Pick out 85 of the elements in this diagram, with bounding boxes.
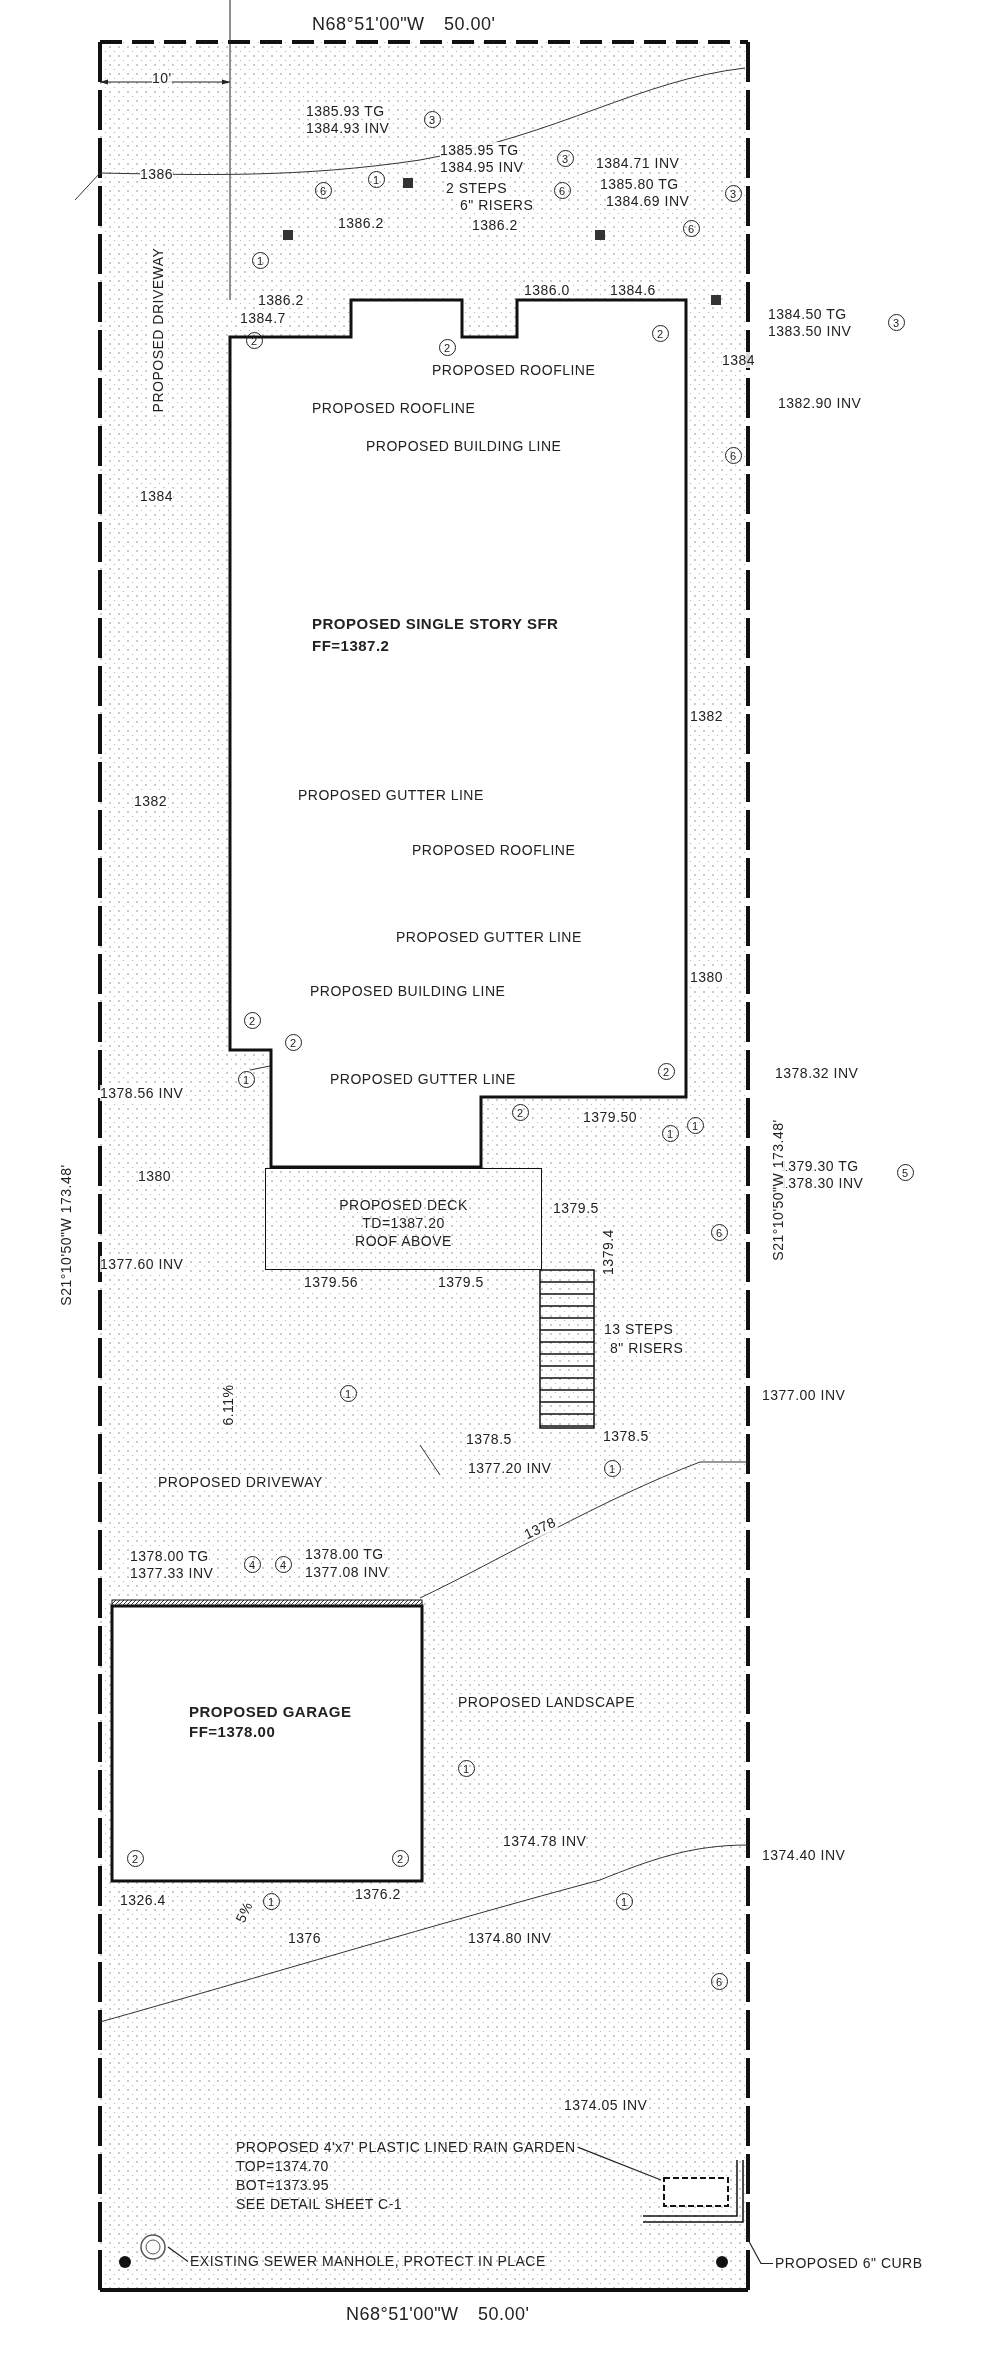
plan-label: 1382.90 INV [778, 395, 862, 411]
plan-label: 13 STEPS [604, 1321, 674, 1337]
plan-label: 1386.2 [472, 217, 518, 233]
plan-label: N68°51'00"W 50.00' [346, 2306, 530, 2322]
plan-label: 1384.7 [240, 310, 286, 326]
plan-label: 1378.5 [603, 1428, 649, 1444]
plan-label: N68°51'00"W 50.00' [312, 16, 496, 32]
plan-label: 1380 [690, 969, 724, 985]
note-text: BOT=1373.95 [236, 2176, 331, 2195]
plan-label: 1380 [138, 1168, 172, 1184]
note-text: TOP=1374.70 [236, 2157, 330, 2176]
plan-label: 1326.4 [120, 1892, 166, 1908]
plan-label: 1374.80 INV [468, 1930, 552, 1946]
plan-label: PROPOSED ROOFLINE [412, 842, 576, 858]
plan-label: 1374.05 INV [564, 2097, 648, 2113]
plan-label: 1386.2 [258, 292, 304, 308]
plan-label: S21°10'50"W 173.48' [58, 1164, 74, 1306]
area-title: PROPOSED SINGLE STORY SFR [312, 615, 559, 632]
plan-label: PROPOSED ROOFLINE [312, 400, 476, 416]
plan-label: PROPOSED GUTTER LINE [396, 929, 582, 945]
manhole-symbol [140, 2234, 166, 2260]
garage-footprint [112, 1600, 422, 1881]
plan-label: 1386.2 [338, 215, 384, 231]
plan-label: 1377.00 INV [762, 1387, 846, 1403]
plan-label: PROPOSED BUILDING LINE [310, 983, 506, 999]
plan-label: 1385.93 TG [306, 103, 385, 119]
plan-label: PROPOSED BUILDING LINE [366, 438, 562, 454]
plan-label: 1384 [140, 488, 174, 504]
plan-label: 1378.56 INV [100, 1085, 184, 1101]
plan-label: 1374.78 INV [503, 1833, 587, 1849]
plan-label: 1377.08 INV [305, 1564, 389, 1580]
plan-label: 1385.80 TG [600, 176, 679, 192]
plan-label: 1379.4 [600, 1229, 616, 1275]
plan-label: 1376 [288, 1930, 322, 1946]
plan-label: 8" RISERS [610, 1340, 684, 1356]
plan-label: PROPOSED GUTTER LINE [330, 1071, 516, 1087]
plan-label: 1384.95 INV [440, 159, 524, 175]
plan-label: 10' [152, 70, 172, 86]
plan-label: PROPOSED LANDSCAPE [458, 1694, 636, 1710]
plan-label: PROPOSED DRIVEWAY [158, 1474, 323, 1490]
plan-label: 1385.95 TG [440, 142, 519, 158]
note-text: PROPOSED 4'x7' PLASTIC LINED RAIN GARDEN [236, 2138, 576, 2157]
plan-label: 1379.50 [583, 1109, 638, 1125]
deck-outline [265, 1168, 542, 1270]
plan-label: 1379.5 [438, 1274, 484, 1290]
plan-label: 1384 [722, 352, 756, 368]
leader-line [745, 2235, 774, 2265]
note-text: PROPOSED 6" CURB [775, 2254, 923, 2273]
plan-label: 1384.6 [610, 282, 656, 298]
area-note: TD=1387.20 [362, 1215, 445, 1232]
plan-label: 1386.0 [524, 282, 570, 298]
area-note: FF=1387.2 [312, 637, 390, 654]
note-text: EXISTING SEWER MANHOLE, PROTECT IN PLACE [190, 2252, 546, 2271]
plan-label: 1384.50 TG [768, 306, 847, 322]
plan-label: 1379.56 [304, 1274, 359, 1290]
plan-label: PROPOSED ROOFLINE [432, 362, 596, 378]
plan-label: 1378.5 [466, 1431, 512, 1447]
plan-label: 1376.2 [355, 1886, 401, 1902]
plan-label: 1384.69 INV [606, 193, 690, 209]
plan-label: 1382 [690, 708, 724, 724]
plan-label: 2 STEPS [446, 180, 508, 196]
area-note: ROOF ABOVE [355, 1233, 452, 1250]
plan-label: 6" RISERS [460, 197, 534, 213]
plan-label: PROPOSED DRIVEWAY [150, 247, 166, 413]
leader-line [167, 2246, 189, 2263]
plan-label: 1378.32 INV [775, 1065, 859, 1081]
area-title: PROPOSED DECK [339, 1197, 468, 1214]
plan-label: 1384.93 INV [306, 120, 390, 136]
plan-label: 1378.00 TG [130, 1548, 209, 1564]
plan-label: 1377.60 INV [100, 1256, 184, 1272]
area-note: FF=1378.00 [189, 1723, 276, 1740]
plan-label: 6.11% [220, 1384, 236, 1426]
plan-label: PROPOSED GUTTER LINE [298, 787, 484, 803]
note-text: SEE DETAIL SHEET C-1 [236, 2195, 404, 2214]
plan-label: 1377.33 INV [130, 1565, 214, 1581]
plan-label: 1379.5 [553, 1200, 599, 1216]
plan-label: 1377.20 INV [468, 1460, 552, 1476]
area-title: PROPOSED GARAGE [189, 1703, 352, 1720]
plan-label: 1386 [140, 166, 174, 182]
plan-label: 1382 [134, 793, 168, 809]
plan-label: 1374.40 INV [762, 1847, 846, 1863]
rain-garden-outline [663, 2177, 729, 2207]
plan-label: 1378.00 TG [305, 1546, 384, 1562]
plan-label: 1384.71 INV [596, 155, 680, 171]
plan-label: 1383.50 INV [768, 323, 852, 339]
